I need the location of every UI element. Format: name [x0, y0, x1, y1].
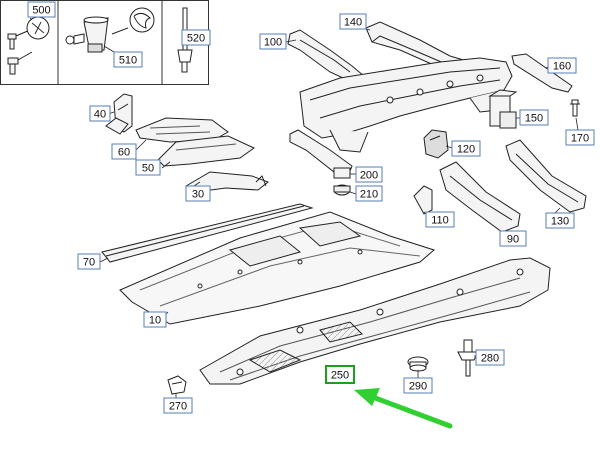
part-label-text: 100	[264, 37, 282, 49]
part-label-70: 70	[77, 253, 101, 270]
part-label-text: 150	[525, 113, 543, 125]
part-label-50: 50	[135, 159, 161, 176]
rail-part-110	[413, 185, 433, 215]
part-label-170: 170	[565, 129, 595, 146]
part-label-box	[425, 211, 455, 228]
part-label-520: 520	[181, 29, 211, 46]
part-label-box	[77, 253, 101, 270]
part-label-box	[163, 397, 193, 414]
part-label-box	[111, 143, 137, 160]
part-label-30: 30	[185, 185, 211, 202]
part-label-text: 10	[149, 315, 161, 327]
floor-panel-part-10	[119, 211, 436, 325]
part-label-text: 170	[571, 133, 589, 145]
part-label-box	[325, 365, 355, 384]
clip-part-290	[407, 356, 429, 372]
part-label-box	[519, 109, 549, 126]
part-label-box	[355, 166, 383, 183]
part-label-text: 510	[119, 55, 137, 67]
strip-part-160	[511, 53, 573, 93]
part-label-box	[355, 185, 383, 202]
part-label-text: 140	[344, 17, 362, 29]
part-label-box	[185, 185, 211, 202]
part-label-box	[547, 57, 577, 74]
part-label-box	[565, 129, 595, 146]
part-label-10: 10	[143, 311, 167, 328]
bracket-part-120	[423, 129, 449, 159]
part-label-210: 210	[355, 185, 383, 202]
part-label-box	[143, 311, 167, 328]
part-label-60: 60	[111, 143, 137, 160]
part-label-text: 500	[32, 5, 50, 17]
part-label-text: 90	[507, 234, 519, 246]
part-label-box	[339, 13, 367, 30]
mount-part-210	[333, 184, 351, 196]
bolt-part-170	[570, 99, 580, 117]
part-label-120: 120	[451, 140, 481, 157]
part-label-text: 60	[118, 147, 130, 159]
part-label-100: 100	[259, 33, 287, 50]
part-label-box	[113, 51, 143, 68]
part-label-text: 160	[553, 61, 571, 73]
part-label-text: 40	[94, 109, 106, 121]
bolt-part-280	[457, 339, 479, 377]
part-label-text: 30	[192, 189, 204, 201]
rail-part-90	[439, 161, 521, 233]
part-label-90: 90	[499, 230, 527, 247]
part-label-130: 130	[545, 212, 575, 229]
part-label-160: 160	[547, 57, 577, 74]
part-label-text: 290	[409, 381, 427, 393]
part-label-box	[259, 33, 287, 50]
clip-part-270	[167, 375, 187, 395]
part-label-text: 200	[360, 170, 378, 182]
rail-part-130	[505, 139, 587, 213]
panel-part-60	[135, 117, 229, 143]
part-label-text: 120	[457, 144, 475, 156]
part-label-text: 70	[83, 257, 95, 269]
highlight-arrow	[354, 388, 453, 429]
part-label-text: 110	[431, 215, 449, 227]
part-label-500: 500	[27, 1, 56, 18]
part-label-270: 270	[163, 397, 193, 414]
part-label-150: 150	[519, 109, 549, 126]
front-structure-part	[299, 57, 518, 153]
part-label-box	[451, 140, 481, 157]
part-label-200: 200	[355, 166, 383, 183]
part-label-140: 140	[339, 13, 367, 30]
part-label-text: 210	[360, 189, 378, 201]
part-label-280: 280	[475, 349, 505, 366]
bracket-part-40	[105, 93, 133, 135]
part-label-box	[499, 230, 527, 247]
part-label-box	[545, 212, 575, 229]
part-label-text: 50	[142, 163, 154, 175]
underbody-cover-part-250	[199, 257, 551, 385]
part-label-box	[403, 377, 433, 394]
part-label-box	[27, 1, 56, 18]
part-label-layer: 500 510 520 140 100 160 40 150 170 60 120 50 200 210 3…	[27, 1, 595, 414]
part-label-250: 250	[325, 365, 355, 384]
part-label-290: 290	[403, 377, 433, 394]
part-label-text: 280	[481, 353, 499, 365]
part-label-text: 270	[169, 401, 187, 413]
part-label-box	[475, 349, 505, 366]
panel-part-50	[157, 135, 255, 167]
part-label-box	[89, 105, 111, 122]
sealant-part-510	[65, 7, 155, 53]
part-label-box	[135, 159, 161, 176]
rail-part-200	[289, 129, 353, 179]
part-label-40: 40	[89, 105, 111, 122]
part-label-510: 510	[113, 51, 143, 68]
part-label-text: 520	[187, 33, 205, 45]
part-label-box	[181, 29, 211, 46]
part-label-text: 250	[331, 370, 349, 382]
part-label-110: 110	[425, 211, 455, 228]
part-label-text: 130	[551, 216, 569, 228]
